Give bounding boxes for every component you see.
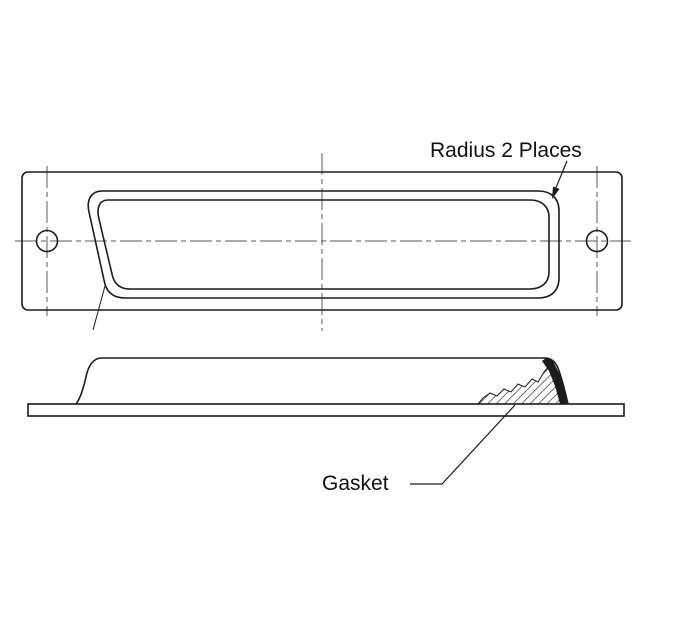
- base-plate: [27, 403, 625, 417]
- shell-side-profile: [75, 357, 569, 405]
- radius-leader-line: [554, 160, 568, 191]
- top-view: Radius 2 Places: [15, 139, 631, 331]
- side-view: Gasket: [27, 357, 625, 495]
- gasket-break-line: [477, 365, 550, 405]
- draft-extension-line: [92, 285, 106, 331]
- gasket-section-hatch: [478, 366, 566, 404]
- mounting-hole-left: [35, 229, 59, 253]
- radius-leader-arrowhead-icon: [552, 186, 560, 199]
- gasket-leader-line: [410, 404, 516, 485]
- flange-outline: [21, 171, 623, 311]
- radius-note-label: Radius 2 Places: [430, 139, 582, 162]
- shell-inner-contour: [97, 199, 550, 290]
- shell-outer-contour: [87, 190, 560, 299]
- gasket-note-label: Gasket: [322, 472, 389, 495]
- mounting-hole-right: [585, 229, 609, 253]
